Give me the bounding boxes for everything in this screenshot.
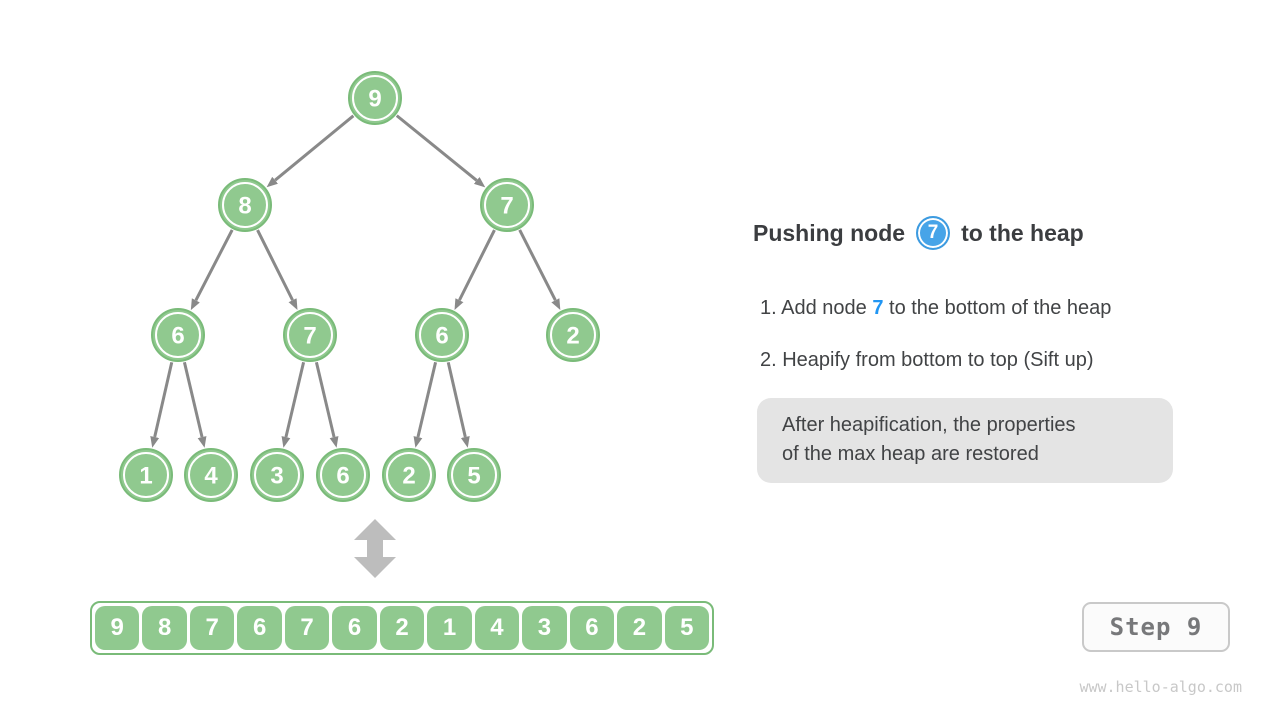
tree-node: 1 bbox=[119, 448, 173, 502]
tree-node: 9 bbox=[348, 71, 402, 125]
tree-node-value: 5 bbox=[467, 463, 480, 490]
tree-edge bbox=[281, 361, 306, 448]
tree-edge bbox=[182, 361, 207, 448]
heap-tree-diagram: 9 8 7 6 7 6 2 1 4 3 6 2 5 bbox=[119, 71, 600, 578]
tree-node: 2 bbox=[382, 448, 436, 502]
note-box: After heapification, the properties of t… bbox=[757, 398, 1173, 483]
tree-edge bbox=[518, 229, 561, 311]
tree-edge bbox=[256, 229, 298, 310]
step-counter-button[interactable]: Step 9 bbox=[1082, 602, 1230, 652]
tree-node: 7 bbox=[480, 178, 534, 232]
tree-node-value: 6 bbox=[336, 463, 349, 490]
pushed-node-value: 7 bbox=[927, 222, 939, 243]
array-cell: 6 bbox=[332, 606, 377, 650]
tree-node: 3 bbox=[250, 448, 304, 502]
pushed-node-badge: 7 bbox=[916, 216, 951, 250]
tree-edge bbox=[314, 361, 339, 448]
array-cell: 7 bbox=[284, 606, 330, 650]
up-down-arrow-icon bbox=[354, 519, 396, 578]
tree-node: 5 bbox=[447, 448, 501, 502]
tree-edge bbox=[413, 361, 438, 448]
tree-edges bbox=[150, 114, 561, 448]
tree-node-value: 1 bbox=[139, 463, 152, 490]
tree-edge bbox=[150, 361, 174, 448]
tree-node-value: 2 bbox=[402, 463, 415, 490]
steps-list: 1. Add node 7 to the bottom of the heap … bbox=[760, 293, 1111, 397]
tree-node-value: 3 bbox=[270, 463, 283, 490]
tree-edge bbox=[454, 229, 496, 310]
array-cell: 3 bbox=[522, 606, 567, 650]
array-cell: 6 bbox=[569, 606, 615, 650]
array-cell: 8 bbox=[142, 606, 187, 650]
tree-node-value: 6 bbox=[171, 323, 184, 350]
tree-node: 4 bbox=[184, 448, 238, 502]
tree-edge bbox=[395, 114, 486, 188]
step-1-text-tail: to the bottom of the heap bbox=[883, 297, 1112, 319]
array-cell: 9 bbox=[95, 606, 140, 650]
tree-edge bbox=[446, 361, 470, 448]
step-item-2: 2. Heapify from bottom to top (Sift up) bbox=[760, 345, 1111, 375]
panel-title: Pushing node 7 to the heap bbox=[753, 212, 1084, 254]
tree-node: 2 bbox=[546, 308, 600, 362]
tree-node: 7 bbox=[283, 308, 337, 362]
array-cell: 6 bbox=[237, 606, 282, 650]
tree-node-value: 2 bbox=[566, 323, 579, 350]
tree-node: 6 bbox=[415, 308, 469, 362]
tree-node-value: 7 bbox=[500, 193, 513, 220]
tree-node-value: 6 bbox=[435, 323, 448, 350]
step-counter-label: Step 9 bbox=[1109, 613, 1203, 641]
array-cell: 1 bbox=[427, 606, 472, 650]
array-cell: 2 bbox=[617, 606, 662, 650]
step-item-1: 1. Add node 7 to the bottom of the heap bbox=[760, 293, 1111, 323]
tree-edge bbox=[190, 229, 234, 311]
tree-edge bbox=[266, 114, 355, 188]
tree-node: 8 bbox=[218, 178, 272, 232]
step-2-text: 2. Heapify from bottom to top (Sift up) bbox=[760, 349, 1094, 371]
tree-node-value: 7 bbox=[303, 323, 316, 350]
step-1-text: 1. Add node bbox=[760, 297, 873, 319]
array-cell: 4 bbox=[474, 606, 520, 650]
note-line-2: of the max heap are restored bbox=[782, 443, 1039, 465]
array-cell: 5 bbox=[664, 606, 710, 650]
tree-node-value: 9 bbox=[368, 86, 381, 113]
tree-node-value: 4 bbox=[204, 463, 218, 490]
note-line-1: After heapification, the properties bbox=[782, 414, 1076, 436]
array-cell: 7 bbox=[189, 606, 235, 650]
step-1-highlight: 7 bbox=[872, 297, 884, 319]
tree-node: 6 bbox=[316, 448, 370, 502]
array-cell: 2 bbox=[379, 606, 425, 650]
tree-node: 6 bbox=[151, 308, 205, 362]
tree-node-value: 8 bbox=[238, 193, 251, 220]
panel-title-prefix: Pushing node bbox=[753, 219, 906, 246]
watermark-url: www.hello-algo.com bbox=[1079, 678, 1242, 696]
panel-title-suffix: to the heap bbox=[961, 219, 1084, 246]
tree-nodes: 9 8 7 6 7 6 2 1 4 3 6 2 5 bbox=[119, 71, 600, 502]
